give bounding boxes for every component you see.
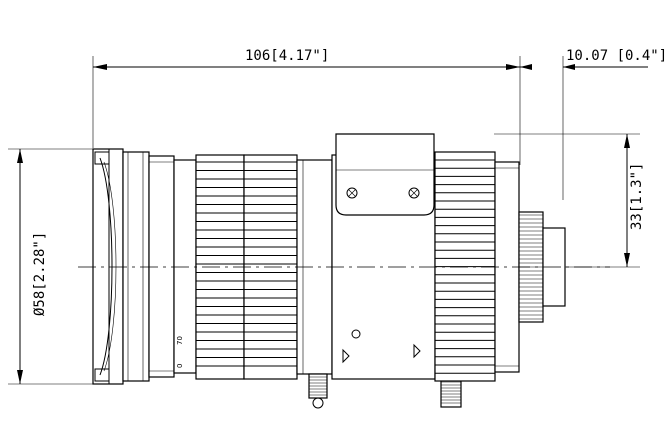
ring-mark-b: 0 (176, 364, 184, 368)
focus-lock-screw (308, 373, 328, 409)
back-extension-dimension: 10.07 [0.4"] (520, 48, 667, 200)
diameter-dimension-label: Ø58[2.28"] (32, 232, 48, 316)
ring-mark-a: 70 (176, 336, 184, 345)
mount-height-label: 33[1.3"] (629, 163, 645, 230)
front-lens-section: 70 0 (92, 148, 197, 385)
diameter-dimension: Ø58[2.28"] (8, 148, 100, 385)
middle-barrel (296, 133, 436, 380)
back-extension-label: 10.07 [0.4"] (566, 48, 667, 64)
iris-ring (434, 151, 496, 382)
iris-lock-screw (440, 378, 462, 408)
length-dimension: 106[4.17"] (92, 48, 521, 165)
length-dimension-label: 106[4.17"] (245, 48, 329, 64)
